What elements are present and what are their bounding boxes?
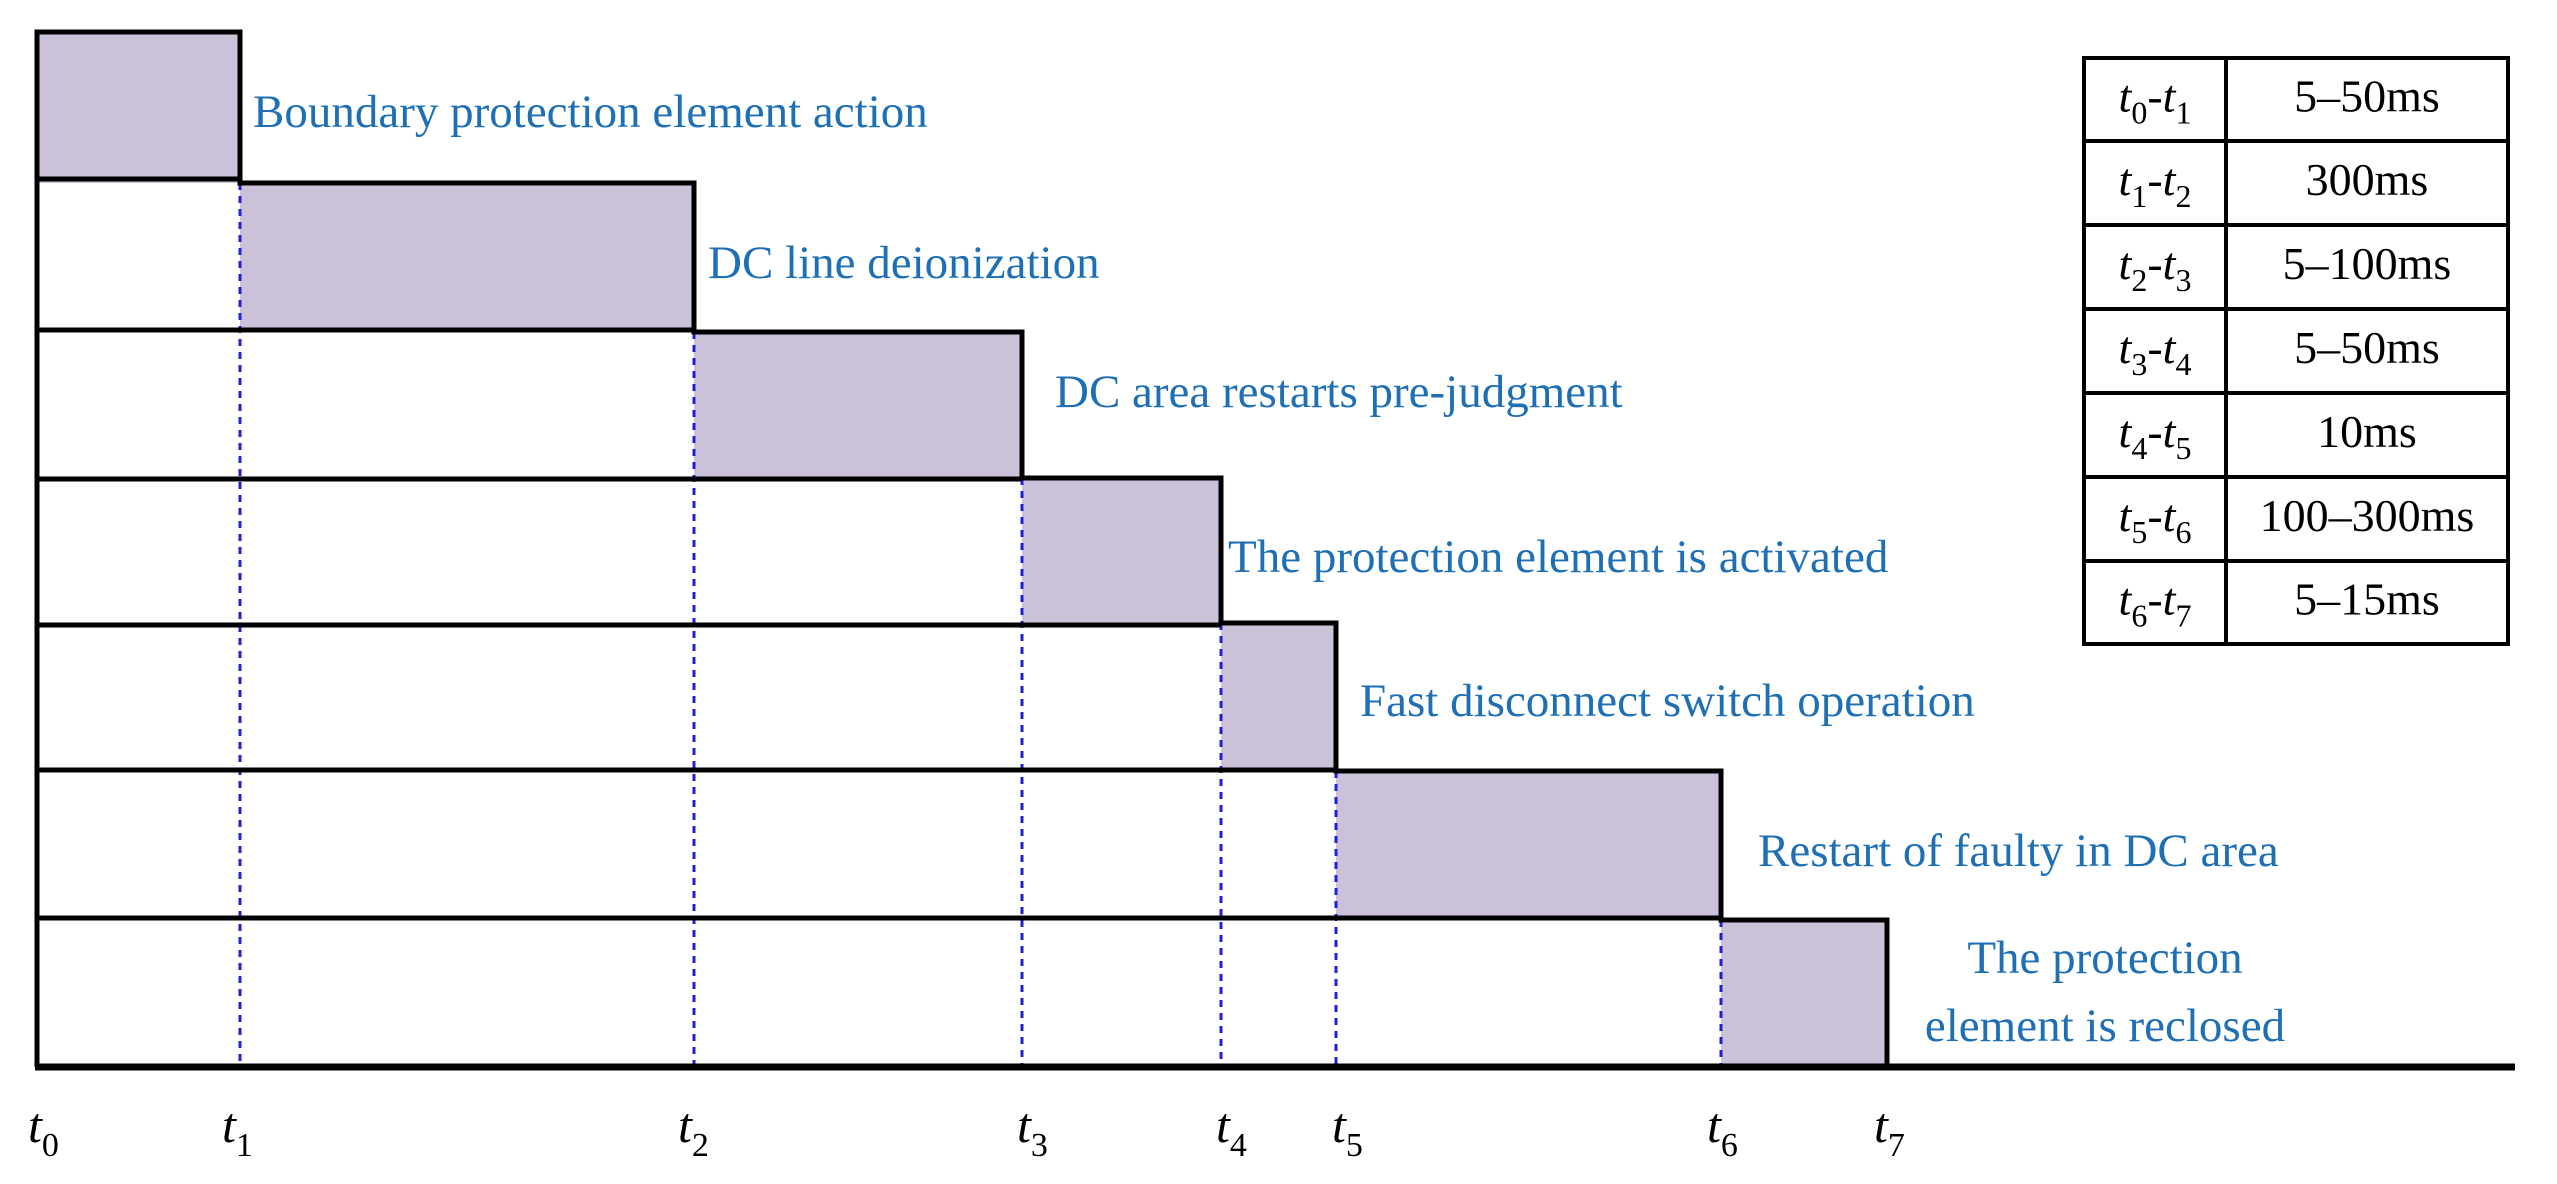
time-mark-label-t6: t6 bbox=[1707, 1097, 1738, 1164]
interval-end-sub: 2 bbox=[2175, 178, 2191, 214]
interval-start: t bbox=[2119, 71, 2133, 122]
interval-start-sub: 0 bbox=[2131, 95, 2147, 131]
time-mark-sub: 3 bbox=[1031, 1127, 1048, 1164]
stage-label-line: DC area restarts pre-judgment bbox=[1055, 366, 1623, 418]
duration-table-interval-cell: t6-t7 bbox=[2119, 574, 2192, 634]
duration-table-duration-cell: 300ms bbox=[2306, 154, 2429, 205]
stage-box-4 bbox=[1022, 478, 1221, 623]
stage-box-5 bbox=[1221, 623, 1336, 771]
time-mark-label-t4: t4 bbox=[1216, 1097, 1247, 1164]
stage-box-1 bbox=[37, 32, 240, 183]
time-mark-label-t3: t3 bbox=[1017, 1097, 1048, 1164]
interval-end-sub: 3 bbox=[2175, 262, 2191, 298]
time-mark-sub: 7 bbox=[1888, 1127, 1905, 1164]
stage-box-7 bbox=[1721, 920, 1887, 1067]
time-mark-label-t7: t7 bbox=[1874, 1097, 1905, 1164]
duration-table-interval-cell: t2-t3 bbox=[2119, 238, 2192, 298]
stage-label-line: Restart of faulty in DC area bbox=[1758, 825, 2279, 877]
interval-start-sub: 2 bbox=[2131, 262, 2147, 298]
duration-table-interval-cell: t5-t6 bbox=[2119, 490, 2192, 550]
staircase-outline bbox=[34, 29, 1890, 1067]
interval-dash: -t bbox=[2147, 490, 2176, 541]
stage-box-3 bbox=[694, 332, 1022, 478]
time-mark-base: t bbox=[1017, 1097, 1032, 1153]
duration-table-frame bbox=[2082, 56, 2510, 646]
interval-start: t bbox=[2119, 406, 2133, 457]
duration-table-duration-cell: 5–15ms bbox=[2294, 574, 2440, 625]
stage-label-line: Boundary protection element action bbox=[253, 86, 928, 138]
interval-start-sub: 6 bbox=[2131, 598, 2147, 634]
interval-start-sub: 1 bbox=[2131, 178, 2147, 214]
stage-label-5: Fast disconnect switch operation bbox=[1360, 675, 1975, 727]
time-mark-base: t bbox=[1216, 1097, 1231, 1153]
interval-start: t bbox=[2119, 154, 2133, 205]
time-mark-base: t bbox=[222, 1097, 237, 1153]
interval-dash: -t bbox=[2147, 574, 2176, 625]
interval-end-sub: 1 bbox=[2175, 95, 2191, 131]
time-mark-label-t0: t0 bbox=[28, 1097, 59, 1164]
duration-table-duration-cell: 5–50ms bbox=[2294, 71, 2440, 122]
time-mark-base: t bbox=[1332, 1097, 1347, 1153]
interval-dash: -t bbox=[2147, 238, 2176, 289]
duration-table-interval-cell: t1-t2 bbox=[2119, 154, 2192, 214]
stage-label-line: Fast disconnect switch operation bbox=[1360, 675, 1975, 727]
duration-table-interval-cell: t0-t1 bbox=[2119, 71, 2192, 131]
stage-box-2 bbox=[240, 183, 694, 332]
stage-label-line: DC line deionization bbox=[708, 237, 1100, 289]
stage-label-line: The protection element is activated bbox=[1228, 531, 1888, 583]
time-mark-base: t bbox=[1707, 1097, 1722, 1153]
duration-table-interval-cell: t4-t5 bbox=[2119, 406, 2192, 466]
stage-label-1: Boundary protection element action bbox=[253, 86, 928, 138]
duration-table-duration-cell: 5–50ms bbox=[2294, 322, 2440, 373]
interval-end-sub: 5 bbox=[2175, 430, 2191, 466]
stage-label-7: The protection element is reclosed bbox=[1925, 932, 2285, 1052]
stage-label-4: The protection element is activated bbox=[1228, 531, 1888, 583]
time-mark-sub: 0 bbox=[42, 1127, 59, 1164]
time-mark-label-t2: t2 bbox=[678, 1097, 709, 1164]
time-mark-label-t5: t5 bbox=[1332, 1097, 1363, 1164]
interval-end-sub: 7 bbox=[2175, 598, 2191, 634]
time-mark-base: t bbox=[28, 1097, 43, 1153]
time-mark-sub: 1 bbox=[236, 1127, 253, 1164]
interval-start: t bbox=[2119, 238, 2133, 289]
duration-table-interval-cell: t3-t4 bbox=[2119, 322, 2192, 382]
duration-table-duration-cell: 5–100ms bbox=[2283, 238, 2452, 289]
interval-start: t bbox=[2119, 322, 2133, 373]
time-mark-sub: 6 bbox=[1721, 1127, 1738, 1164]
interval-dash: -t bbox=[2147, 406, 2176, 457]
interval-dash: -t bbox=[2147, 71, 2176, 122]
time-mark-base: t bbox=[678, 1097, 693, 1153]
duration-table-duration-cell: 100–300ms bbox=[2260, 490, 2475, 541]
stage-label-3: DC area restarts pre-judgment bbox=[1055, 366, 1623, 418]
interval-start-sub: 3 bbox=[2131, 346, 2147, 382]
stage-box-6 bbox=[1336, 771, 1721, 920]
interval-start: t bbox=[2119, 490, 2133, 541]
interval-start: t bbox=[2119, 574, 2133, 625]
time-mark-base: t bbox=[1874, 1097, 1889, 1153]
stage-label-line: The protection bbox=[1967, 932, 2242, 984]
time-mark-sub: 2 bbox=[692, 1127, 709, 1164]
interval-start-sub: 4 bbox=[2131, 430, 2147, 466]
interval-end-sub: 4 bbox=[2175, 346, 2191, 382]
time-mark-label-t1: t1 bbox=[222, 1097, 253, 1164]
interval-start-sub: 5 bbox=[2131, 514, 2147, 550]
stage-label-line: element is reclosed bbox=[1925, 1000, 2285, 1052]
stage-label-6: Restart of faulty in DC area bbox=[1758, 825, 2279, 877]
stage-label-2: DC line deionization bbox=[708, 237, 1100, 289]
duration-table-duration-cell: 10ms bbox=[2317, 406, 2417, 457]
time-mark-sub: 4 bbox=[1230, 1127, 1247, 1164]
interval-dash: -t bbox=[2147, 154, 2176, 205]
interval-dash: -t bbox=[2147, 322, 2176, 373]
interval-end-sub: 6 bbox=[2175, 514, 2191, 550]
time-mark-sub: 5 bbox=[1346, 1127, 1363, 1164]
